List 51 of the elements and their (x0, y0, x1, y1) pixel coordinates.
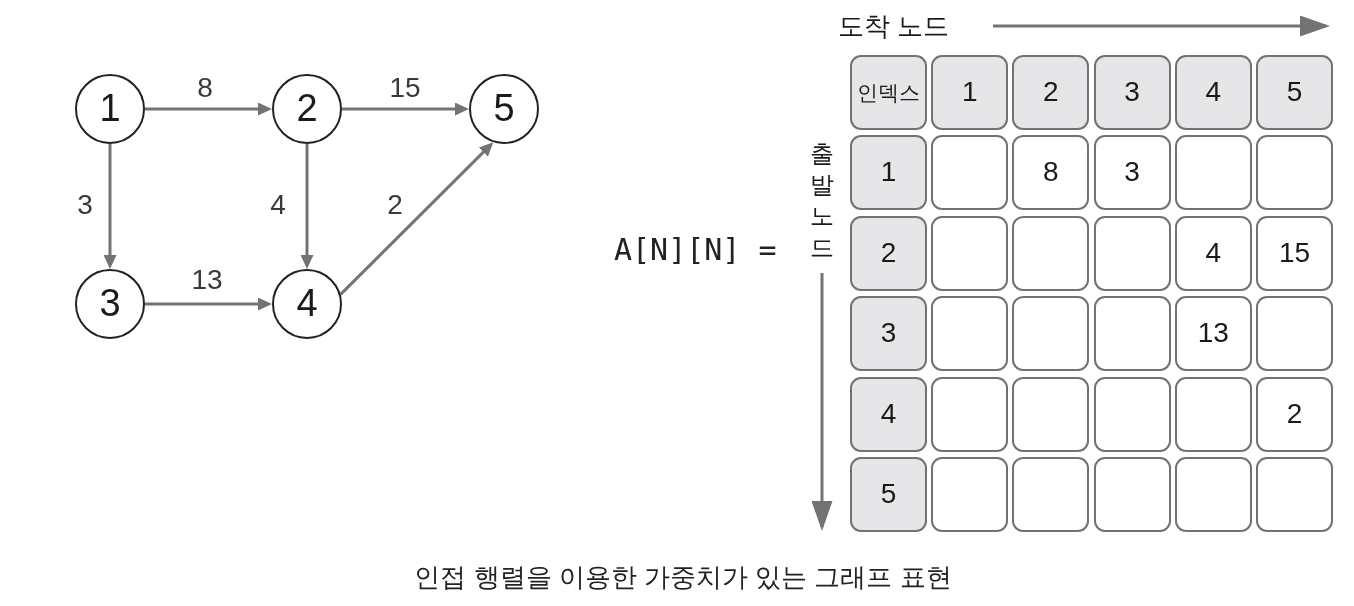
matrix-cell (1093, 457, 1171, 532)
matrix-cell (1012, 296, 1090, 372)
matrix-cell (1093, 215, 1171, 291)
matrix-cell: 4 (1174, 215, 1252, 291)
matrix-cell: 15 (1256, 215, 1333, 291)
arrow (300, 144, 314, 269)
node-circle: 5 (469, 74, 539, 144)
axis-label: 출발 노드 (809, 138, 835, 263)
matrix-cell (931, 215, 1009, 291)
axis-label: 도착 노드 (838, 12, 950, 42)
index-cell: 4 (1174, 55, 1252, 130)
matrix-cell (1012, 457, 1090, 532)
matrix-cell (1174, 376, 1252, 452)
node-circle: 1 (75, 74, 145, 144)
arrow (103, 144, 117, 269)
arrow (145, 102, 272, 116)
index-cell: 4 (850, 376, 927, 452)
matrix-cell (1012, 215, 1090, 291)
matrix-cell (931, 135, 1009, 211)
index-cell: 5 (850, 457, 927, 532)
arrow (342, 102, 469, 116)
index-cell: 5 (1256, 55, 1333, 130)
index-cell: 1 (931, 55, 1009, 130)
arrow (145, 297, 272, 311)
node-circle: 2 (272, 74, 342, 144)
matrix-cell: 13 (1174, 296, 1252, 372)
matrix-cell: 3 (1093, 135, 1171, 211)
matrix-label: A[N][N] = (614, 232, 777, 268)
matrix-cell (1256, 135, 1333, 211)
matrix-cell (1174, 135, 1252, 211)
index-cell: 2 (850, 215, 927, 291)
matrix-cell (931, 296, 1009, 372)
index-cell: 2 (1012, 55, 1090, 130)
matrix-cell (1093, 376, 1171, 452)
matrix-cell: 2 (1256, 376, 1333, 452)
matrix-cell (931, 376, 1009, 452)
node-circle: 4 (272, 269, 342, 339)
arrow (339, 142, 494, 296)
matrix-cell (931, 457, 1009, 532)
index-cell: 3 (850, 296, 927, 372)
matrix-cell: 8 (1012, 135, 1090, 211)
index-cell: 인덱스 (850, 55, 927, 130)
node-circle: 3 (75, 269, 145, 339)
matrix-cell (1012, 376, 1090, 452)
caption: 인접 행렬을 이용한 가중치가 있는 그래프 표현 (414, 563, 952, 593)
matrix-cell (1256, 296, 1333, 372)
index-cell: 3 (1093, 55, 1171, 130)
matrix-cell (1174, 457, 1252, 532)
index-cell: 1 (850, 135, 927, 211)
matrix-cell (1093, 296, 1171, 372)
matrix-cell (1256, 457, 1333, 532)
